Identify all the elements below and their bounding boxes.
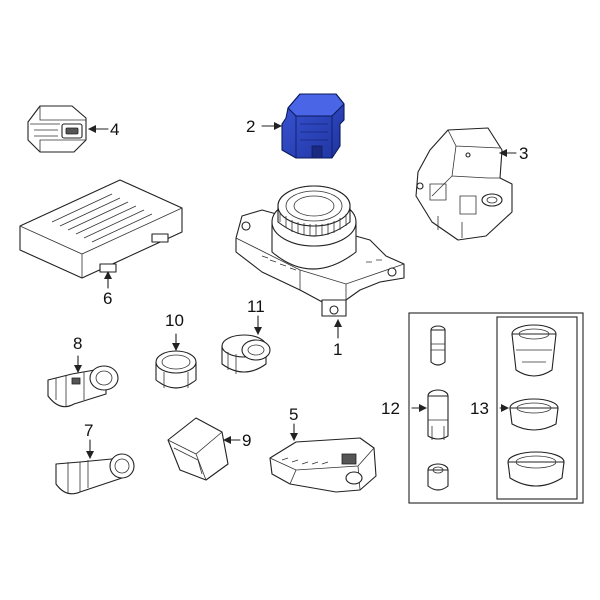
callout-13: 13 (470, 399, 489, 418)
callout-9: 9 (242, 431, 251, 450)
callout-2: 2 (246, 117, 255, 136)
callout-5: 5 (289, 405, 298, 424)
part-12-outlet-set[interactable] (427, 325, 449, 491)
part-8-power-outlet[interactable] (47, 365, 119, 408)
part-11-socket[interactable] (221, 334, 271, 374)
inset-subframe-13 (496, 316, 578, 500)
part-7-socket[interactable] (55, 453, 135, 495)
callout-1: 1 (333, 340, 342, 359)
callout-10: 10 (165, 311, 184, 330)
callout-6: 6 (103, 289, 112, 308)
part-6-control-module[interactable] (19, 179, 183, 279)
part-13-cupholder-set[interactable] (507, 324, 565, 487)
part-3-selector-module[interactable] (415, 127, 513, 241)
part-10-bezel[interactable] (155, 350, 197, 389)
part-5-switch-block[interactable] (269, 437, 377, 493)
part-1-rotary-controller[interactable] (235, 185, 405, 317)
callout-8: 8 (73, 334, 82, 353)
part-9-switch-housing[interactable] (167, 417, 229, 481)
part-4-switch[interactable] (27, 105, 87, 153)
part-2-switch-highlighted[interactable] (281, 93, 345, 159)
callout-12: 12 (381, 399, 400, 418)
callout-11: 11 (247, 297, 265, 316)
callout-3: 3 (519, 144, 528, 163)
inset-frame (408, 312, 584, 504)
callout-4: 4 (110, 120, 119, 139)
callout-7: 7 (84, 421, 93, 440)
